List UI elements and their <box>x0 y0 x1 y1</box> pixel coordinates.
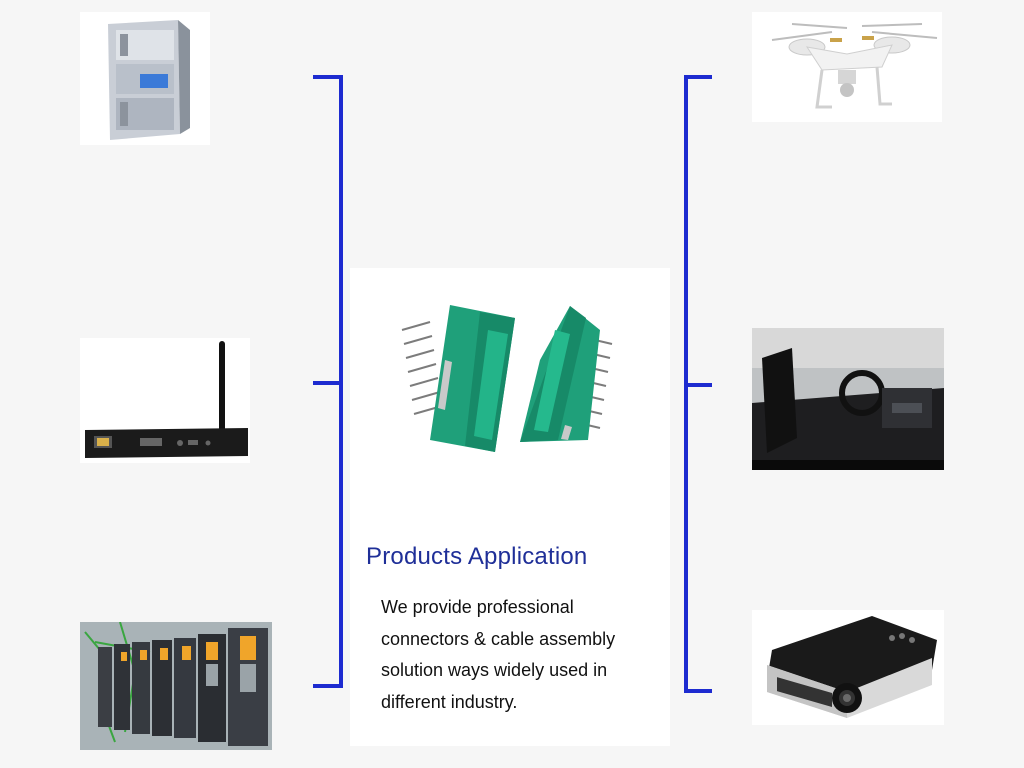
drone-image <box>752 12 942 122</box>
description-line: solution ways widely used in <box>381 660 608 680</box>
car-interior-image <box>752 328 944 470</box>
products-application-title: Products Application <box>366 543 588 570</box>
green-connector-illustration <box>401 305 613 452</box>
description-line: We provide professional <box>381 597 574 617</box>
wifi-router-image <box>80 338 250 463</box>
description-text: We provide professional connectors & cab… <box>381 592 666 718</box>
left-bracket-middle <box>313 381 343 385</box>
inverter-cabinet-image <box>80 622 272 750</box>
description-line: connectors & cable assembly <box>381 628 616 649</box>
description-line: different industry. <box>381 691 518 712</box>
right-bracket-top <box>684 75 712 79</box>
projector-image <box>752 610 944 725</box>
left-bracket-bottom <box>313 684 343 688</box>
right-bracket-middle <box>684 383 712 387</box>
right-bracket-bottom <box>684 689 712 693</box>
left-bracket-top <box>313 75 343 79</box>
connector-image <box>390 300 620 460</box>
pc-tower-image <box>80 12 210 145</box>
